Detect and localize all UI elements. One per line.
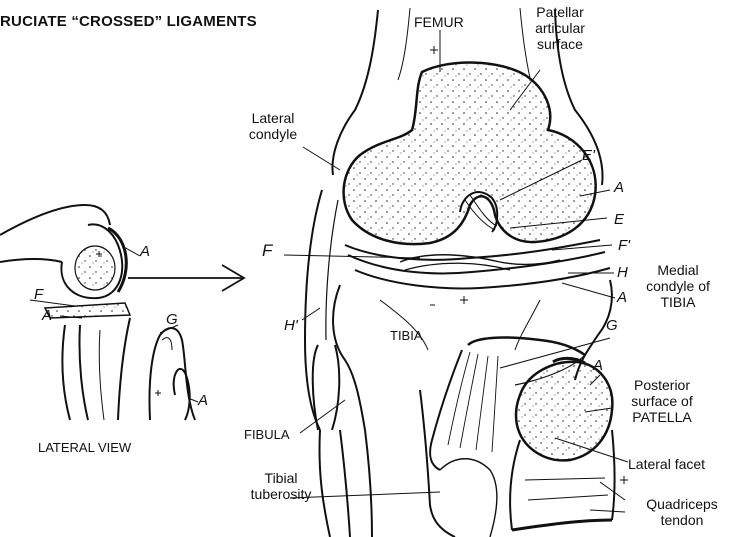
diagram-heading: RUCIATE “CROSSED” LIGAMENTS <box>0 14 257 30</box>
label-f-left: F <box>262 243 272 259</box>
label-posterior-surface-of-patella: Posterior surface of PATELLA <box>612 377 712 425</box>
lateral-label-g: G <box>166 312 178 328</box>
label-g-tendon: G <box>606 318 618 334</box>
label-a-condyle: A <box>614 180 624 196</box>
label-tibial-tuberosity: Tibial tuberosity <box>240 470 322 502</box>
main-knee-drawing <box>284 8 628 537</box>
label-fibula: FIBULA <box>244 427 290 443</box>
label-lateral-facet: Lateral facet <box>628 456 705 472</box>
label-tibia: TIBIA <box>390 328 423 344</box>
lateral-view-caption: LATERAL VIEW <box>38 440 131 456</box>
label-quadriceps-tendon: Quadriceps tendon <box>628 496 736 528</box>
label-a-medial: A <box>617 290 627 306</box>
label-patellar-articular-surface: Patellar articular surface <box>500 4 620 52</box>
lateral-label-a-cartilage: A <box>140 244 150 260</box>
lateral-label-a-plateau: A <box>42 308 52 324</box>
label-lateral-condyle: Lateral condyle <box>238 110 308 142</box>
lateral-label-f: F <box>34 287 43 303</box>
label-e: E <box>614 212 624 228</box>
label-medial-condyle-of-tibia: Medial condyle of TIBIA <box>618 262 738 310</box>
label-f-prime: F' <box>618 238 630 254</box>
direction-arrow <box>128 265 244 291</box>
label-e-prime: E' <box>582 148 595 164</box>
label-h-prime: H' <box>284 318 298 334</box>
label-a-patella: A <box>593 358 603 374</box>
lateral-label-a-patella: A <box>198 393 208 409</box>
label-femur: FEMUR <box>414 14 464 30</box>
